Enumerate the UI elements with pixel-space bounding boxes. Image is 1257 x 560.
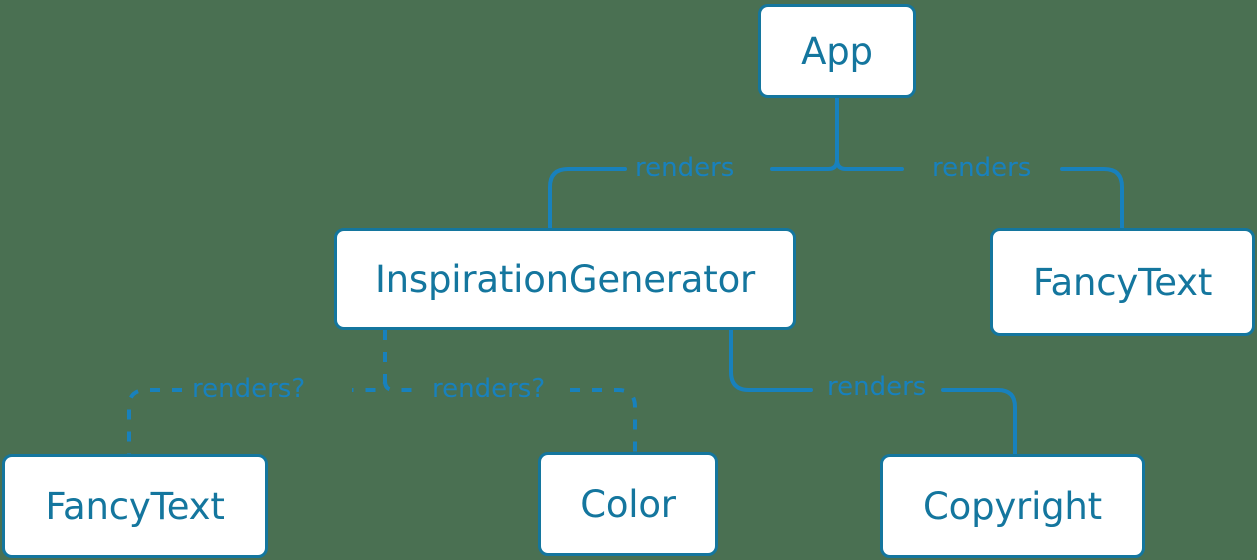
node-copyright-label: Copyright xyxy=(923,484,1102,528)
node-fancytext-bottom[interactable]: FancyText xyxy=(2,454,268,558)
edge-label-inspiration-renders-color: renders? xyxy=(432,374,546,404)
edge-inspiration-to-fancytext-dashed xyxy=(127,388,182,454)
edge-inspiration-to-copyright xyxy=(729,328,813,392)
node-inspiration-generator[interactable]: InspirationGenerator xyxy=(334,228,796,330)
node-app-label: App xyxy=(801,29,873,73)
edge-app-trunk xyxy=(770,96,839,171)
edge-copyright-right xyxy=(941,388,1017,456)
node-fancytext-right[interactable]: FancyText xyxy=(990,228,1255,336)
edge-app-trunk-right xyxy=(835,158,904,171)
node-fancytext-bottom-label: FancyText xyxy=(45,484,225,528)
node-fancytext-right-label: FancyText xyxy=(1032,260,1213,304)
node-color[interactable]: Color xyxy=(538,452,718,556)
edge-inspiration-dashed-trunk xyxy=(352,330,387,392)
node-color-label: Color xyxy=(580,482,676,526)
edge-inspiration-dashed-trunk-right xyxy=(383,380,418,392)
edge-label-inspiration-renders-fancytext: renders? xyxy=(192,374,306,404)
edge-app-to-inspiration-generator xyxy=(548,167,627,230)
edge-label-app-renders-fancytext: renders xyxy=(932,153,1032,183)
node-copyright[interactable]: Copyright xyxy=(880,454,1145,558)
node-inspiration-generator-label: InspirationGenerator xyxy=(374,257,756,301)
edge-inspiration-to-color-dashed xyxy=(570,388,637,452)
edge-label-app-renders-inspiration: renders xyxy=(635,153,735,183)
node-app[interactable]: App xyxy=(758,4,916,98)
edge-app-to-fancytext xyxy=(1060,167,1124,230)
edge-label-inspiration-renders-copyright: renders xyxy=(827,372,927,402)
